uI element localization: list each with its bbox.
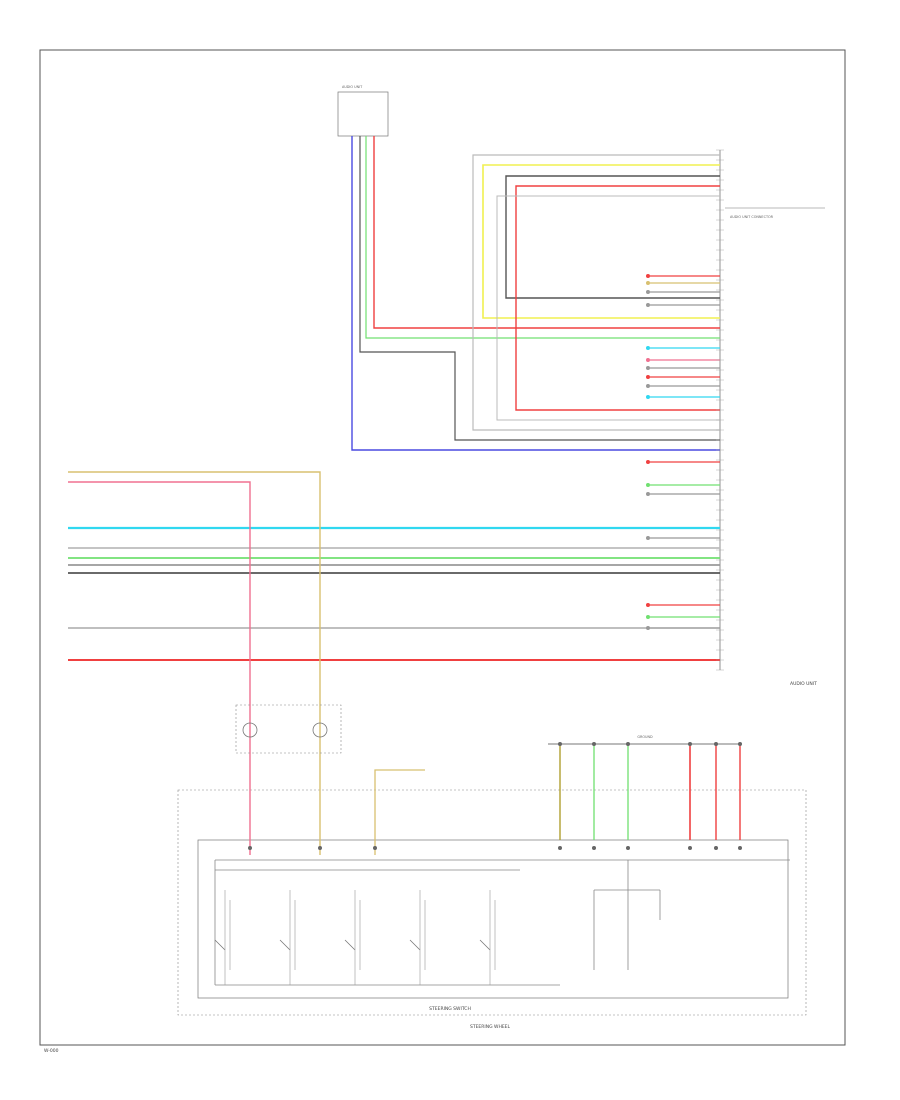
- ground-pin-dot: [738, 742, 742, 746]
- wire-darkgray-loop: [505, 175, 720, 299]
- stub-dot: [646, 375, 650, 379]
- sensor-box: [235, 704, 342, 754]
- stub-dot: [646, 626, 650, 630]
- wire-tan-branch: [374, 769, 425, 855]
- ground-pin-dot: [714, 742, 718, 746]
- stub-dot: [646, 492, 650, 496]
- wire-blue-audio: [351, 136, 720, 451]
- steering-switch-box: [197, 839, 789, 999]
- stub-dot: [646, 366, 650, 370]
- audio-unit-label: AUDIO UNIT: [790, 681, 817, 687]
- steering-wheel-box: [177, 789, 807, 1016]
- stub-dot: [646, 290, 650, 294]
- stub-dot: [646, 274, 650, 278]
- ground-bus-label: GROUND: [637, 735, 653, 739]
- ground-pin-dot: [626, 742, 630, 746]
- stub-dot: [646, 603, 650, 607]
- wire-yellow-loop: [482, 164, 720, 319]
- stub-dot: [646, 281, 650, 285]
- wire-lightgray-loop: [472, 154, 720, 431]
- top-right-connector-label: AUDIO UNIT CONNECTOR: [730, 215, 774, 219]
- wire-gray-audio: [359, 136, 720, 441]
- switch-contact: [344, 939, 356, 951]
- stub-dot: [646, 460, 650, 464]
- wire-lightgray-loop2: [496, 195, 720, 421]
- page-code: W-000: [44, 1048, 59, 1054]
- steering-wheel-label: STEERING WHEEL: [470, 1024, 511, 1030]
- switch-contact: [479, 939, 491, 951]
- switch-pin-dot: [626, 846, 630, 850]
- stub-dot: [646, 483, 650, 487]
- switch-pin-dot: [738, 846, 742, 850]
- connector-dots: [248, 274, 742, 850]
- wire-red-audio: [373, 136, 720, 329]
- switch-layer: [214, 859, 790, 986]
- stub-dot: [646, 346, 650, 350]
- switch-pin-dot: [592, 846, 596, 850]
- stub-dot: [646, 303, 650, 307]
- switch-contact: [214, 939, 226, 951]
- stub-dot: [646, 395, 650, 399]
- stub-dot: [646, 384, 650, 388]
- switch-pin-dot: [688, 846, 692, 850]
- switch-pin-dot: [373, 846, 377, 850]
- ground-pin-dot: [688, 742, 692, 746]
- switch-pin-dot: [714, 846, 718, 850]
- top-connector-box: [337, 91, 389, 137]
- wire-pink-drop: [68, 481, 251, 855]
- sensor-element: [312, 722, 328, 738]
- wire-layer: [68, 136, 741, 855]
- wire-green-audio: [365, 136, 720, 339]
- wire-red-loop: [515, 185, 720, 411]
- ground-pin-dot: [592, 742, 596, 746]
- steering-switch-label: STEERING SWITCH: [429, 1006, 471, 1012]
- sensor-element: [242, 722, 258, 738]
- switch-pin-dot: [248, 846, 252, 850]
- switch-contact: [409, 939, 421, 951]
- stub-dot: [646, 358, 650, 362]
- ground-pin-dot: [558, 742, 562, 746]
- switch-pin-dot: [558, 846, 562, 850]
- stub-dot: [646, 536, 650, 540]
- top-connector-label: AUDIO UNIT: [342, 85, 363, 89]
- stub-dot: [646, 615, 650, 619]
- outer-frame: [39, 49, 846, 1046]
- wire-tan-drop: [68, 471, 321, 855]
- switch-contact: [279, 939, 291, 951]
- switch-pin-dot: [318, 846, 322, 850]
